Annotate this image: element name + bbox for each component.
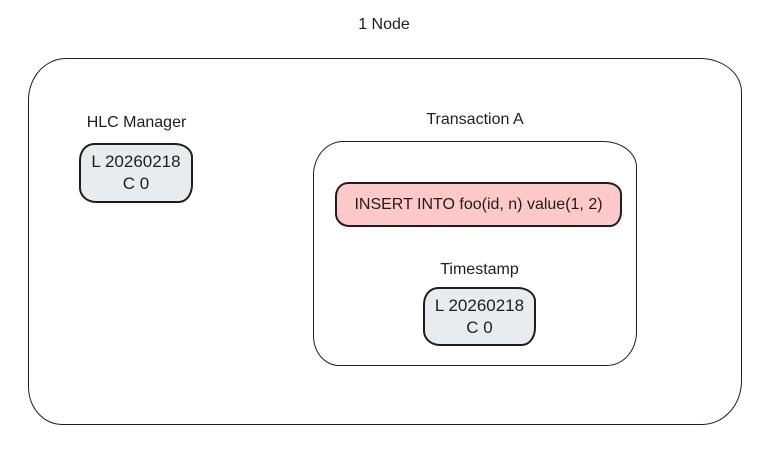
transaction-a-label: Transaction A (426, 111, 524, 128)
timestamp-clock-counter-value: C 0 (466, 317, 493, 337)
timestamp-label: Timestamp (440, 261, 519, 278)
timestamp-clock-logical-value: L 20260218 (434, 295, 525, 315)
timestamp-clock-box: L 20260218 C 0 (423, 287, 536, 346)
hlc-clock-counter-value: C 0 (122, 174, 150, 193)
transaction-a-box (313, 141, 637, 366)
insert-statement-box: INSERT INTO foo(id, n) value(1, 2) (335, 182, 622, 227)
hlc-manager-label: HLC Manager (86, 114, 187, 131)
diagram-title: 1 Node (358, 16, 410, 33)
node-container-box (28, 58, 742, 425)
hlc-manager-clock-box: L 20260218 C 0 (79, 143, 193, 203)
hlc-clock-logical-value: L 20260218 (91, 152, 181, 171)
